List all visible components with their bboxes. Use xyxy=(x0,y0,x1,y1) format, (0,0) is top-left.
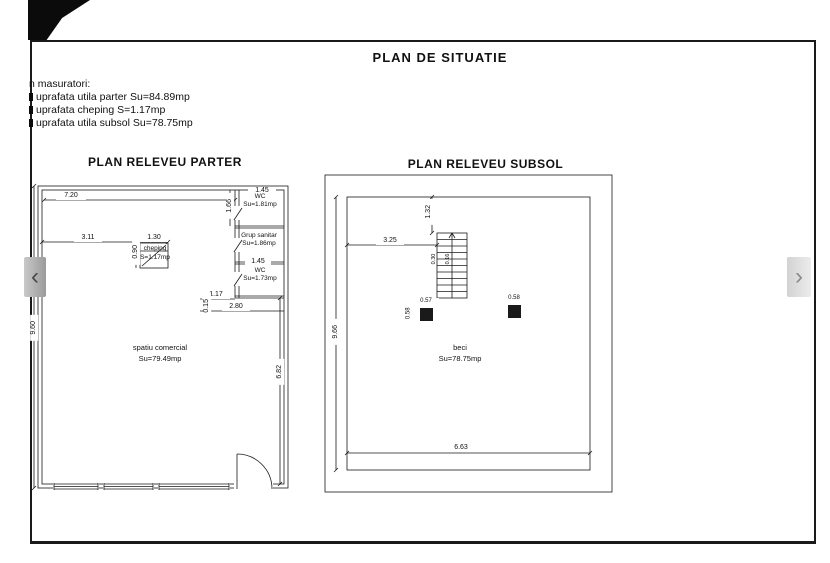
dim-label: 9.66 xyxy=(332,318,340,345)
room-area-label: Su=78.75mp xyxy=(438,354,482,363)
notes-line: uprafata utila parter Su=84.89mp xyxy=(29,91,190,103)
dim-label: 0.58 xyxy=(501,295,527,302)
room-area-label: Su=1.81mp xyxy=(243,201,277,208)
dim-label: 2.80 xyxy=(222,303,250,311)
room-area-label: Su=1.73mp xyxy=(243,275,277,282)
room-label: WC xyxy=(254,267,266,274)
dim-label: 1.45 xyxy=(248,187,276,195)
notes-line-text: uprafata cheping S=1.17mp xyxy=(36,104,166,116)
room-area-label: S=1.17mp xyxy=(140,254,170,261)
notes-line-text: uprafata utila parter Su=84.89mp xyxy=(36,91,190,103)
notes-line: uprafata cheping S=1.17mp xyxy=(29,104,165,116)
dim-label: 6.82 xyxy=(276,358,284,385)
notes-heading-text: n masuratori: xyxy=(29,78,91,90)
subsol-plan: 1.32 3.25 0.30 0.16 0.57 0.58 0.58 9.66 … xyxy=(320,170,620,500)
next-image-button[interactable]: › xyxy=(787,257,811,297)
parter-plan: 7.20 1.45 1.66 3.11 1.30 0.90 1.45 1.17 … xyxy=(30,178,300,498)
dim-label: 1.32 xyxy=(425,198,433,225)
dim-label: 1.66 xyxy=(226,192,234,219)
room-label: beci xyxy=(453,343,467,352)
room-label: spatiu comercial xyxy=(132,343,188,352)
dim-label: 6.63 xyxy=(447,444,475,452)
dim-label: 0.58 xyxy=(405,301,413,326)
parter-floorplan-drawing xyxy=(31,183,289,492)
bullet-square-icon xyxy=(29,93,33,101)
notes-line-text: uprafata utila subsol Su=78.75mp xyxy=(36,117,193,129)
dim-label: 1.30 xyxy=(140,234,168,242)
dim-label: 0.16 xyxy=(444,253,451,265)
dim-label: 1.45 xyxy=(245,258,271,266)
bullet-square-icon xyxy=(29,106,33,114)
chevron-right-icon: › xyxy=(795,263,803,290)
dim-label: 3.25 xyxy=(376,237,404,245)
dim-label: 0.15 xyxy=(203,294,211,317)
bullet-square-icon xyxy=(29,119,33,127)
room-label: Grup sanitar xyxy=(241,232,277,239)
page-title: PLAN DE SITUATIE xyxy=(372,50,508,65)
room-area-label: Su=1.86mp xyxy=(242,240,276,247)
subsol-plan-heading: PLAN RELEVEU SUBSOL xyxy=(407,157,564,171)
dim-label: 9.60 xyxy=(30,314,38,341)
dim-label: 0.57 xyxy=(413,298,439,305)
chevron-left-icon: ‹ xyxy=(31,263,39,290)
dim-label: 1.17 xyxy=(202,291,230,299)
notes-heading: n masuratori: xyxy=(29,78,90,90)
dim-label: 0.30 xyxy=(430,253,437,265)
previous-image-button[interactable]: ‹ xyxy=(24,257,46,297)
parter-plan-heading: PLAN RELEVEU PARTER xyxy=(88,155,242,169)
scan-artifact xyxy=(28,0,90,40)
notes-line: uprafata utila subsol Su=78.75mp xyxy=(29,117,193,129)
dim-label: 3.11 xyxy=(74,234,102,242)
room-area-label: Su=79.49mp xyxy=(138,354,182,363)
dim-label: 7.20 xyxy=(56,192,86,200)
room-label: cheping xyxy=(143,245,167,252)
room-label: WC xyxy=(254,193,266,200)
